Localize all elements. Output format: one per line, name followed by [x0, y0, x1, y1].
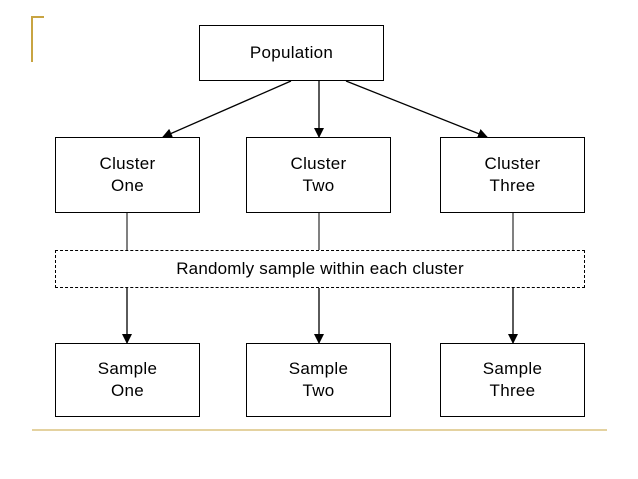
arrow-population-to-cluster-three	[345, 80, 488, 139]
population-box: Population	[199, 25, 384, 81]
sample-one-box: Sample One	[55, 343, 200, 417]
corner-accent	[31, 16, 44, 62]
cluster-two-box: Cluster Two	[246, 137, 391, 213]
sample-three-box: Sample Three	[440, 343, 585, 417]
arrow-population-to-cluster-one	[162, 80, 292, 138]
random-sample-band: Randomly sample within each cluster	[55, 250, 585, 288]
cluster-three-box: Cluster Three	[440, 137, 585, 213]
cluster-one-box: Cluster One	[55, 137, 200, 213]
sample-two-box: Sample Two	[246, 343, 391, 417]
